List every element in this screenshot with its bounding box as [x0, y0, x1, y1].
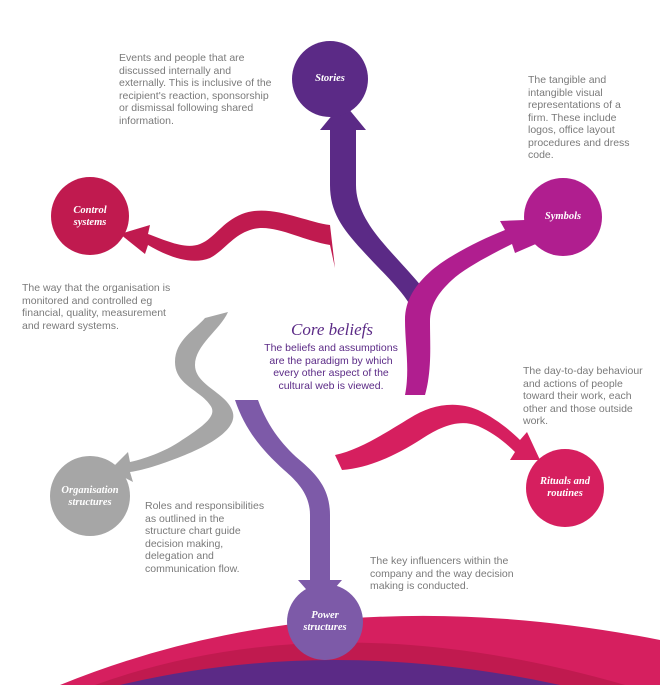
organisation-node[interactable]	[50, 456, 130, 536]
control-label: Control systems	[73, 205, 107, 228]
stories-description: Events and people that are discussed int…	[119, 52, 272, 127]
core-beliefs-title: Core beliefs	[291, 320, 373, 339]
control-description: The way that the organisation is monitor…	[22, 282, 171, 332]
bottom-arc-inner	[120, 660, 560, 685]
rituals-description: The day-to-day behaviour and actions of …	[523, 365, 643, 427]
rituals-arrow	[335, 404, 540, 470]
core-beliefs-hexagon	[262, 285, 400, 405]
rituals-node[interactable]	[526, 449, 604, 527]
power-label: Power structures	[303, 610, 347, 633]
power-description: The key influencers within the company a…	[370, 555, 514, 592]
symbols-label: Symbols	[544, 211, 582, 222]
control-arrow	[120, 210, 335, 268]
power-arrow	[235, 400, 342, 605]
control-node[interactable]	[51, 177, 129, 255]
symbols-description: The tangible and intangible visual repre…	[528, 74, 630, 161]
stories-node[interactable]	[292, 41, 368, 117]
organisation-label: Organisation structures	[61, 485, 119, 508]
symbols-node[interactable]	[524, 178, 602, 256]
power-node[interactable]	[287, 584, 363, 660]
core-beliefs-text: The beliefs and assumptions are the para…	[264, 342, 398, 392]
stories-label: Stories	[315, 73, 345, 84]
organisation-arrow	[110, 312, 234, 482]
organisation-description: Roles and responsibilities as outlined i…	[145, 500, 265, 575]
rituals-label: Rituals and routines	[540, 476, 590, 499]
stories-arrow	[320, 102, 432, 305]
